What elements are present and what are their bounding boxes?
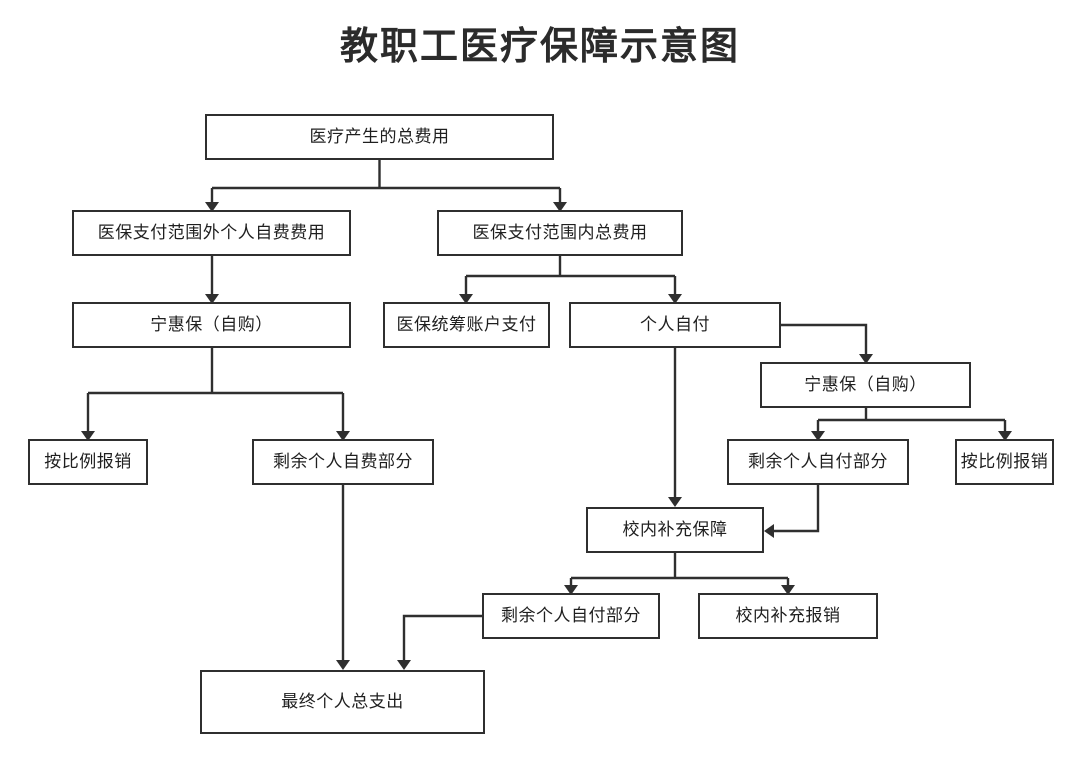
node-remaining-self-pay-part-lower[interactable]: 剩余个人自付部分	[482, 593, 660, 639]
node-campus-supplementary-support[interactable]: 校内补充保障	[586, 507, 764, 553]
edge-remain-self-pay-2-to-final-total	[397, 614, 482, 670]
node-ninghuibao-left[interactable]: 宁惠保（自购）	[72, 302, 351, 348]
node-label: 医保支付范围外个人自费费用	[97, 222, 326, 243]
node-total-cost[interactable]: 医疗产生的总费用	[205, 114, 554, 160]
edge-in-scope-split	[459, 256, 682, 304]
node-proportional-reimbursement-left[interactable]: 按比例报销	[28, 439, 148, 485]
node-label: 个人自付	[640, 314, 710, 335]
node-label: 宁惠保（自购）	[804, 374, 927, 395]
node-proportional-reimbursement-right[interactable]: 按比例报销	[955, 439, 1054, 485]
node-label: 剩余个人自费部分	[273, 451, 413, 472]
node-campus-supplementary-reimbursement[interactable]: 校内补充报销	[698, 593, 878, 639]
node-ninghuibao-right[interactable]: 宁惠保（自购）	[760, 362, 971, 408]
node-label: 校内补充报销	[735, 605, 841, 626]
edge-ninghuibao-right-split	[811, 408, 1012, 441]
node-label: 校内补充保障	[622, 519, 728, 540]
edge-remain-self-fee-to-final-total	[336, 485, 350, 670]
node-out-of-scope-self-paid[interactable]: 医保支付范围外个人自费费用	[72, 210, 351, 256]
node-label: 医保统筹账户支付	[396, 314, 537, 335]
node-in-scope-total[interactable]: 医保支付范围内总费用	[437, 210, 683, 256]
edge-self-pay-to-campus-support	[668, 348, 682, 507]
node-label: 最终个人总支出	[281, 691, 404, 712]
node-label: 按比例报销	[44, 451, 132, 472]
edge-out-of-scope-to-ninghuibao-left	[205, 256, 219, 304]
node-remaining-self-funded-part[interactable]: 剩余个人自费部分	[252, 439, 434, 485]
node-label: 按比例报销	[960, 451, 1049, 472]
node-final-personal-total-expense[interactable]: 最终个人总支出	[200, 670, 485, 734]
edge-ninghuibao-left-split	[81, 348, 350, 441]
node-pooled-account-payment[interactable]: 医保统筹账户支付	[383, 302, 550, 348]
edge-self-pay-to-ninghuibao-right	[781, 323, 873, 364]
node-label: 剩余个人自付部分	[748, 451, 888, 472]
node-label: 医疗产生的总费用	[309, 126, 450, 147]
node-self-pay[interactable]: 个人自付	[569, 302, 781, 348]
edge-total-cost-split	[205, 160, 567, 212]
node-label: 剩余个人自付部分	[501, 605, 641, 626]
node-label: 医保支付范围内总费用	[472, 222, 648, 243]
node-remaining-self-pay-part-upper[interactable]: 剩余个人自付部分	[727, 439, 909, 485]
node-label: 宁惠保（自购）	[150, 314, 273, 335]
page-title: 教职工医疗保障示意图	[339, 24, 740, 68]
edge-remain-self-pay-to-campus-support	[764, 485, 820, 538]
edge-campus-support-split	[564, 553, 795, 595]
